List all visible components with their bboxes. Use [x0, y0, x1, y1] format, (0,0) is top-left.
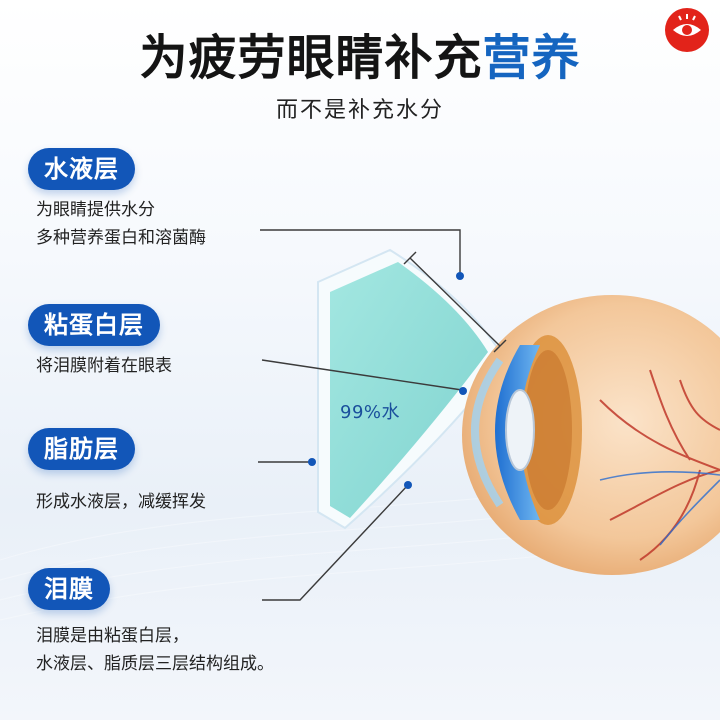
- layer-desc-water: 为眼睛提供水分 多种营养蛋白和溶菌酶: [36, 196, 206, 252]
- desc-line: 多种营养蛋白和溶菌酶: [36, 228, 206, 248]
- brand-logo: [665, 8, 709, 52]
- water-percentage-label: 99%水: [340, 402, 401, 423]
- title-highlight: 营养: [482, 30, 581, 86]
- layer-label-water: 水液层: [28, 148, 135, 190]
- connector-lines: [258, 229, 507, 601]
- layer-desc-tear-film: 泪膜是由粘蛋白层， 水液层、脂质层三层结构组成。: [36, 622, 274, 678]
- lens: [505, 389, 535, 471]
- desc-line: 为眼睛提供水分: [36, 200, 155, 220]
- page-title: 为疲劳眼睛补充营养: [139, 30, 581, 86]
- layer-label-mucin: 粘蛋白层: [28, 304, 160, 346]
- desc-line: 泪膜是由粘蛋白层，: [36, 626, 189, 646]
- layer-desc-lipid: 形成水液层，减缓挥发: [36, 488, 206, 516]
- layer-label-tear-film: 泪膜: [28, 568, 110, 610]
- desc-line: 将泪膜附着在眼表: [36, 356, 172, 376]
- eye-icon: [673, 14, 701, 36]
- desc-line: 形成水液层，减缓挥发: [36, 492, 206, 512]
- page-subtitle: 而不是补充水分: [275, 98, 444, 123]
- connector-dots: [308, 272, 467, 489]
- water-layer-shape: [330, 262, 488, 518]
- desc-line: 水液层、脂质层三层结构组成。: [36, 654, 274, 674]
- layer-label-lipid: 脂肪层: [28, 428, 135, 470]
- layer-desc-mucin: 将泪膜附着在眼表: [36, 352, 172, 380]
- blood-vessels: [599, 369, 720, 561]
